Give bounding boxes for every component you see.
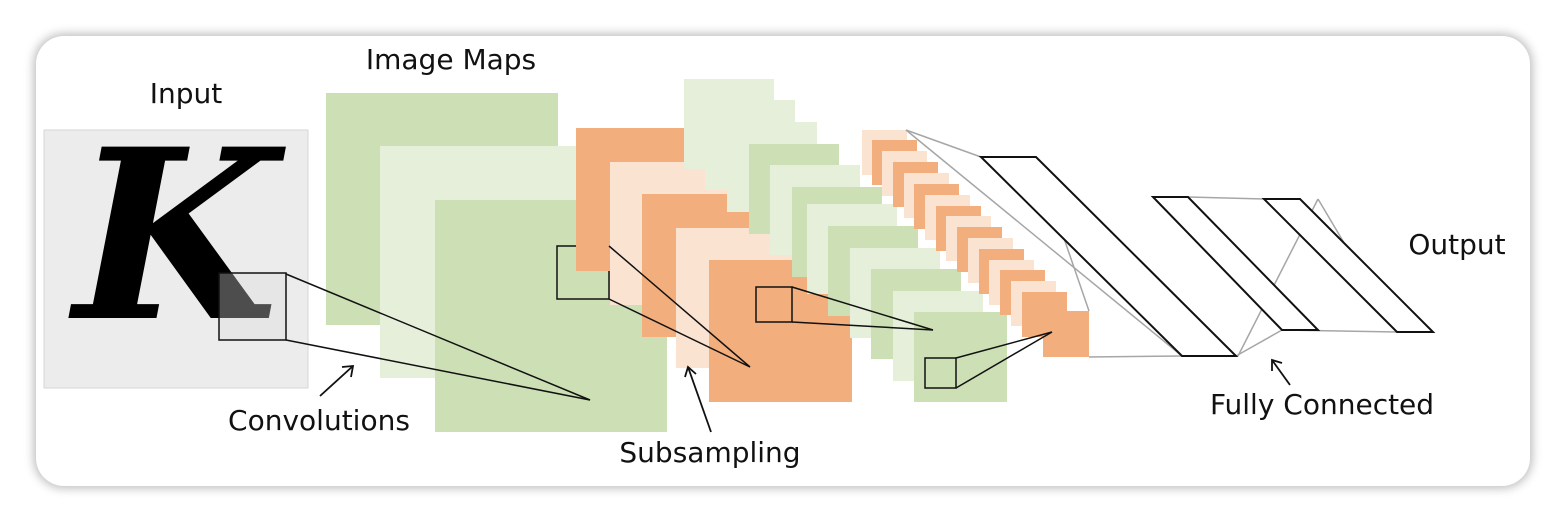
- subsampling-arrow: [684, 365, 712, 433]
- input-image: K: [43, 98, 309, 389]
- label-input: Input: [150, 77, 223, 110]
- input-glyph-k: K: [68, 98, 287, 374]
- fc-layer-2: [1150, 196, 1321, 331]
- label-image-maps: Image Maps: [366, 43, 536, 76]
- label-subsampling: Subsampling: [619, 436, 800, 469]
- subsampling2-maps: [862, 130, 1089, 357]
- subsample1-kernel-box: [755, 286, 793, 323]
- fc-layer-1: [978, 156, 1239, 357]
- conv2-feature-maps: [684, 79, 1007, 402]
- subsample2-projection-lines: [955, 331, 1053, 389]
- conv-projection-lines: [285, 273, 591, 401]
- label-convolutions: Convolutions: [228, 404, 410, 437]
- convolutions-arrow: [319, 364, 355, 397]
- fc-layer-3: [1261, 198, 1436, 333]
- conv2-kernel-box: [924, 357, 957, 389]
- arrows: [319, 358, 1291, 433]
- conv2-projection-lines: [791, 286, 934, 331]
- subsampling1-maps: [576, 128, 852, 402]
- receptive-field-box: [218, 272, 287, 341]
- fully-connected-layers: [978, 156, 1436, 357]
- label-output: Output: [1408, 228, 1505, 261]
- label-fully-connected: Fully Connected: [1210, 388, 1434, 421]
- fully-connected-arrow: [1271, 358, 1291, 386]
- conv1-feature-maps: [326, 93, 667, 432]
- subsample-projection-lines: [608, 245, 751, 368]
